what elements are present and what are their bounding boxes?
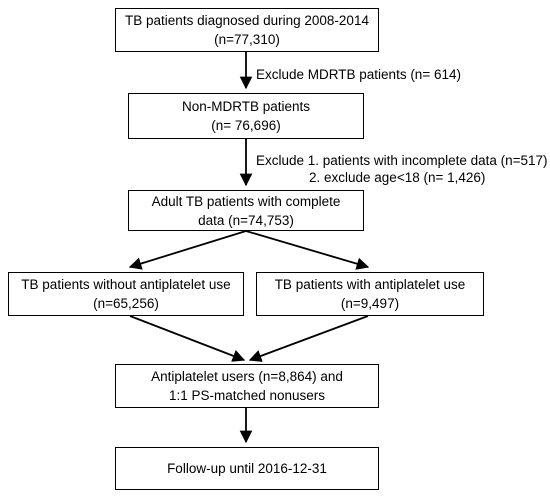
box-with-antiplatelet: TB patients with antiplatelet use (n=9,4… [256, 272, 484, 316]
box-with-antiplatelet-line1: TB patients with antiplatelet use [274, 277, 466, 292]
box-followup: Follow-up until 2016-12-31 [115, 447, 379, 490]
box-diagnosed-line1: TB patients diagnosed during 2008-2014 [125, 13, 369, 28]
arrow-adult-to-without [128, 230, 247, 270]
box-without-antiplatelet-line2: (n=65,256) [93, 296, 159, 311]
box-matched-line2: 1:1 PS-matched nonusers [168, 388, 326, 403]
box-adult-line1: Adult TB patients with complete [151, 193, 341, 209]
arrow-without-to-matched [129, 315, 246, 362]
arrow-adult-to-with [245, 230, 370, 270]
exclusion-criteria-line2: 2. exclude age<18 (n= 1,426) [309, 170, 486, 185]
box-adult-line2: data (n=74,753) [198, 212, 294, 228]
exclusion-mdrtb: Exclude MDRTB patients (n= 614) [256, 67, 461, 82]
exclusion-criteria-line1: Exclude 1. patients with incomplete data… [256, 153, 548, 168]
box-diagnosed: TB patients diagnosed during 2008-2014 (… [115, 8, 379, 52]
box-diagnosed-line2: (n=77,310) [214, 32, 280, 47]
box-non-mdrtb-line1: Non-MDRTB patients [181, 99, 311, 114]
box-non-mdrtb-line2: (n= 76,696) [211, 118, 281, 133]
box-without-antiplatelet: TB patients without antiplatelet use (n=… [8, 272, 244, 316]
box-followup-line1: Follow-up until 2016-12-31 [167, 461, 327, 476]
box-with-antiplatelet-line2: (n=9,497) [340, 296, 400, 311]
box-matched-line1: Antiplatelet users (n=8,864) and [151, 369, 343, 384]
box-non-mdrtb: Non-MDRTB patients (n= 76,696) [128, 93, 364, 139]
box-matched: Antiplatelet users (n=8,864) and 1:1 PS-… [115, 364, 379, 408]
box-adult: Adult TB patients with complete data (n=… [128, 190, 364, 231]
box-without-antiplatelet-line1: TB patients without antiplatelet use [21, 277, 231, 292]
arrow-with-to-matched [248, 315, 369, 362]
